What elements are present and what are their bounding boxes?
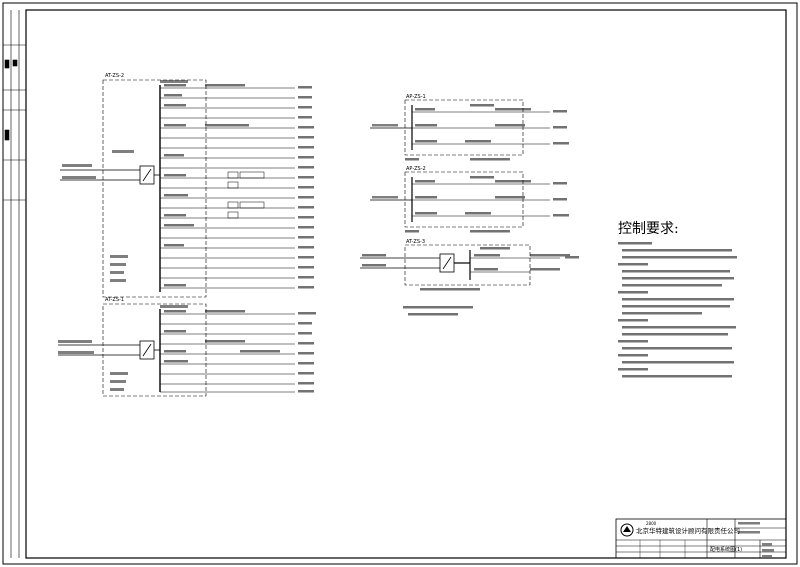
- company-logo-mark: [623, 526, 631, 532]
- company-name: 北京华特建筑设计顾问有限责任公司: [636, 526, 740, 535]
- panel-at-zs-3-label: AT-ZS-3: [406, 239, 425, 245]
- notes: [403, 306, 473, 316]
- panel-at-zs-1-circuits: [160, 313, 295, 393]
- panel-at-zs-3: AT-ZS-3: [360, 239, 579, 291]
- panel-ap-zs-2: AP-ZS-2: [370, 166, 569, 233]
- panel-ap-zs-1-label: AP-ZS-1: [406, 94, 426, 100]
- drawing-name: 配电系统图(1): [710, 546, 742, 553]
- company-logo-icon: [620, 523, 634, 537]
- panel-at-zs-1-frame: [102, 303, 207, 397]
- panel-at-zs-1-breaker-labels: [164, 310, 316, 393]
- panel-at-zs-1: AT-ZS-1: [58, 297, 316, 397]
- panel-at-zs-2: AT-ZS-2: [60, 73, 314, 298]
- panel-ap-zs-2-label: AP-ZS-2: [406, 166, 426, 172]
- panel-ap-zs-1: AP-ZS-1: [370, 94, 569, 161]
- panel-ap-zs-1-frame: [404, 99, 524, 156]
- panel-at-zs-3-frame: [404, 244, 531, 286]
- requirements-title: 控制要求:: [618, 221, 679, 237]
- panel-at-zs-1-label: AT-ZS-1: [105, 297, 124, 303]
- panel-at-zs-2-breaker-labels: [164, 84, 314, 289]
- requirements-block: 控制要求:: [618, 221, 737, 378]
- requirements-text-lines: [618, 242, 737, 378]
- panel-ap-zs-2-frame: [404, 171, 524, 228]
- panel-at-zs-2-contactors: [227, 171, 265, 219]
- seal-text: 2800: [646, 521, 657, 526]
- title-block: 北京华特建筑设计顾问有限责任公司 配电系统图(1) 2800: [615, 518, 787, 559]
- panel-at-zs-2-circuits: [160, 87, 295, 289]
- binding-strip: [3, 10, 26, 558]
- panel-at-zs-2-label: AT-ZS-2: [105, 73, 124, 79]
- panel-at-zs-2-frame: [102, 79, 207, 298]
